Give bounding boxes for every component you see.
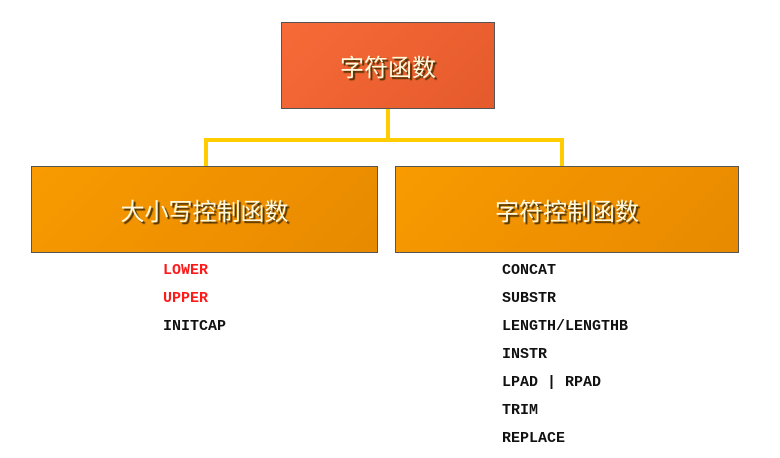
connector-vertical-root <box>386 108 390 142</box>
char-functions-list: CONCAT SUBSTR LENGTH/LENGTHB INSTR LPAD … <box>502 257 628 453</box>
list-item: CONCAT <box>502 262 557 279</box>
char-functions-label: 字符控制函数 <box>495 198 639 226</box>
case-functions-list: LOWER UPPER INITCAP <box>163 257 226 341</box>
list-item: SUBSTR <box>502 290 557 307</box>
list-item: INSTR <box>502 346 548 363</box>
list-item: UPPER <box>163 290 209 307</box>
list-item: TRIM <box>502 402 539 419</box>
root-label: 字符函数 <box>340 54 436 82</box>
connector-horizontal <box>204 138 564 142</box>
case-functions-label: 大小写控制函数 <box>120 198 289 226</box>
list-item: INITCAP <box>163 318 227 335</box>
char-functions-node: 字符控制函数 <box>395 166 739 253</box>
case-functions-node: 大小写控制函数 <box>31 166 378 253</box>
connector-left <box>204 138 208 166</box>
root-node: 字符函数 <box>281 22 495 109</box>
list-item: LOWER <box>163 262 209 279</box>
list-item: REPLACE <box>502 430 566 447</box>
connector-right <box>560 138 564 166</box>
list-item: LPAD | RPAD <box>502 374 602 391</box>
list-item: LENGTH/LENGTHB <box>502 318 629 335</box>
